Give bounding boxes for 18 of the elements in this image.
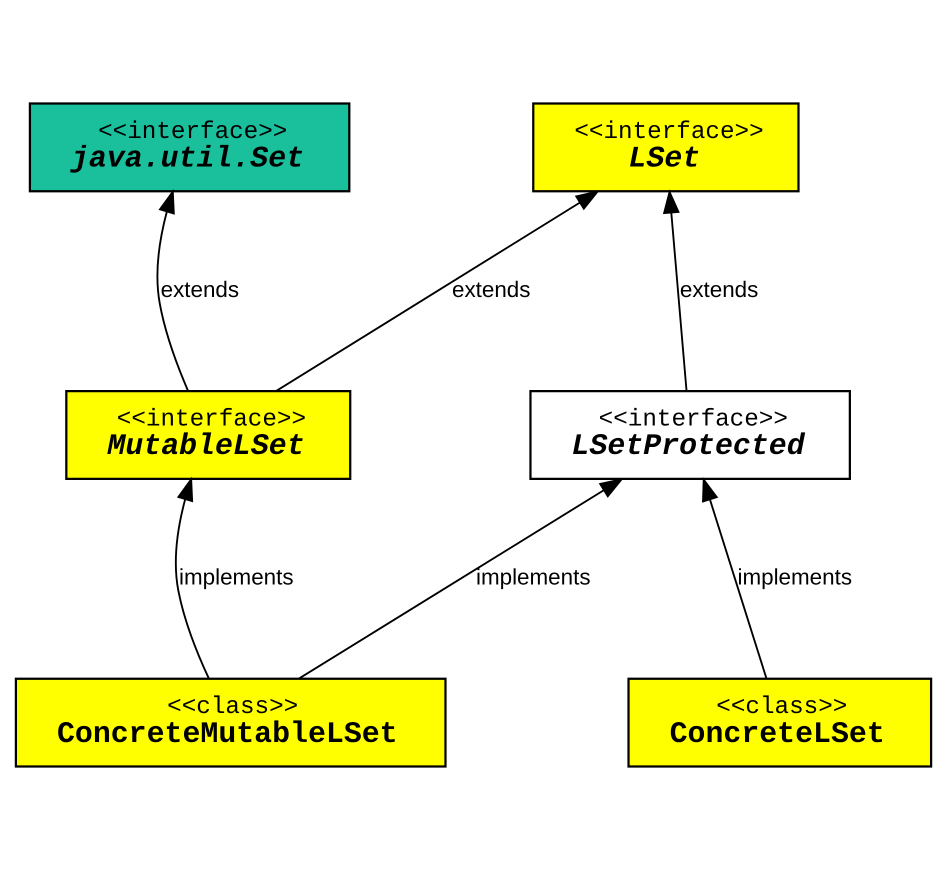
node-box: <<interface>> MutableLSet	[65, 389, 352, 480]
node-box: <<interface>> LSetProtected	[529, 389, 851, 480]
arrow	[702, 476, 768, 678]
edge-label: extends	[160, 276, 240, 302]
edge-label: extends	[680, 276, 758, 302]
arrow	[662, 188, 688, 390]
node-box: <<interface>> LSet	[532, 102, 800, 192]
node-box: <<class>> ConcreteMutableLSet	[14, 677, 447, 768]
edge-label: implements	[179, 564, 294, 590]
edge-label: extends	[452, 276, 530, 302]
edge-label: implements	[476, 564, 591, 590]
arrow	[156, 188, 189, 391]
arrow	[276, 190, 600, 392]
arrow	[298, 477, 624, 679]
edge-label: implements	[737, 564, 852, 590]
node-box: <<class>> ConcreteLSet	[627, 677, 932, 768]
node-box: <<interface>> java.util.Set	[28, 102, 350, 192]
arrow	[174, 476, 210, 678]
